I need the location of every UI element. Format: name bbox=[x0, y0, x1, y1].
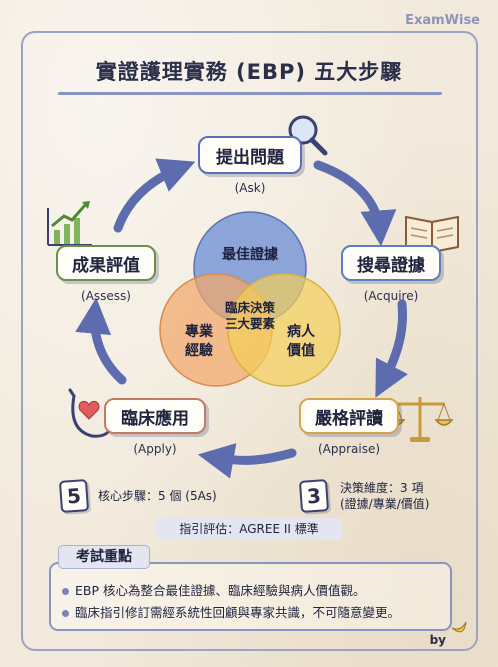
arrow-appraise-to-apply bbox=[197, 443, 297, 479]
guideline-evaluation-badge: 指引評估：AGREE II 標準 bbox=[156, 518, 342, 540]
step-apply-sub: (Apply) bbox=[133, 442, 177, 456]
step-assess-sub: (Assess) bbox=[81, 289, 131, 303]
arrow-assess-to-ask bbox=[113, 158, 196, 233]
step-acquire-label: 搜尋證據 bbox=[357, 255, 425, 276]
bullet-icon bbox=[62, 588, 69, 595]
step-acquire-sub: (Acquire) bbox=[363, 289, 419, 303]
growth-chart-icon bbox=[47, 201, 92, 246]
venn-label-experience-line2: 經驗 bbox=[185, 343, 213, 359]
step-assess: 成果評值 bbox=[56, 245, 156, 281]
venn-label-experience: 專業 經驗 bbox=[174, 323, 224, 361]
venn-circle-values bbox=[227, 273, 341, 387]
open-book-icon bbox=[405, 215, 459, 254]
step-appraise-label: 嚴格評讀 bbox=[315, 408, 383, 429]
step-acquire: 搜尋證據 bbox=[341, 245, 441, 281]
venn-label-center-line1: 臨床決策 bbox=[224, 300, 275, 315]
arrow-apply-to-assess bbox=[75, 297, 127, 385]
title-underline bbox=[58, 92, 442, 95]
venn-label-values-line1: 病人 bbox=[287, 324, 315, 340]
bullet-icon bbox=[62, 610, 69, 617]
step-ask-sub: (Ask) bbox=[234, 181, 266, 195]
venn-label-center-line2: 三大要素 bbox=[224, 316, 275, 331]
step-appraise: 嚴格評讀 bbox=[299, 398, 399, 434]
dimensions-text-line2: (證據/專業/價值) bbox=[340, 497, 430, 511]
exam-points-box bbox=[49, 562, 452, 631]
venn-label-values-line2: 價值 bbox=[287, 343, 315, 359]
venn-label-center: 臨床決策 三大要素 bbox=[212, 300, 288, 332]
byline: by bbox=[429, 633, 446, 647]
steps-count-text: 核心步驟：5 個 (5As) bbox=[98, 489, 217, 503]
venn-label-evidence: 最佳證據 bbox=[222, 247, 278, 263]
page-title: 實證護理實務 (EBP) 五大步驟 bbox=[95, 60, 403, 84]
exam-point-1-text: EBP 核心為整合最佳證據、臨床經驗與病人價值觀。 bbox=[75, 583, 366, 598]
step-ask: 提出問題 bbox=[198, 136, 302, 174]
dimensions-text: 決策維度：3 項 (證據/專業/價值) bbox=[340, 480, 429, 512]
exam-points-heading: 考試重點 bbox=[58, 545, 150, 569]
arrow-acquire-to-appraise bbox=[375, 299, 408, 398]
dimensions-count-box: 3 bbox=[298, 479, 330, 513]
exam-point-2: 臨床指引修訂需經系統性回顧與專家共識，不可隨意變更。 bbox=[62, 602, 400, 621]
step-apply-label: 臨床應用 bbox=[121, 408, 189, 429]
content-frame bbox=[21, 31, 478, 651]
banana-icon bbox=[451, 621, 467, 633]
exam-point-2-text: 臨床指引修訂需經系統性回顧與專家共識，不可隨意變更。 bbox=[75, 605, 401, 620]
venn-label-values: 病人 價值 bbox=[276, 323, 326, 361]
step-apply: 臨床應用 bbox=[104, 398, 206, 434]
step-assess-label: 成果評值 bbox=[72, 255, 140, 276]
arrow-ask-to-acquire bbox=[313, 160, 397, 247]
venn-label-experience-line1: 專業 bbox=[185, 324, 213, 340]
dimensions-text-line1: 決策維度：3 項 bbox=[340, 481, 424, 495]
step-appraise-sub: (Appraise) bbox=[317, 442, 381, 456]
exam-point-1: EBP 核心為整合最佳證據、臨床經驗與病人價值觀。 bbox=[62, 580, 366, 599]
balance-scale-icon bbox=[386, 397, 454, 442]
brand-label: ExamWise bbox=[405, 13, 480, 28]
steps-count-box: 5 bbox=[58, 479, 90, 513]
step-ask-label: 提出問題 bbox=[216, 147, 284, 168]
